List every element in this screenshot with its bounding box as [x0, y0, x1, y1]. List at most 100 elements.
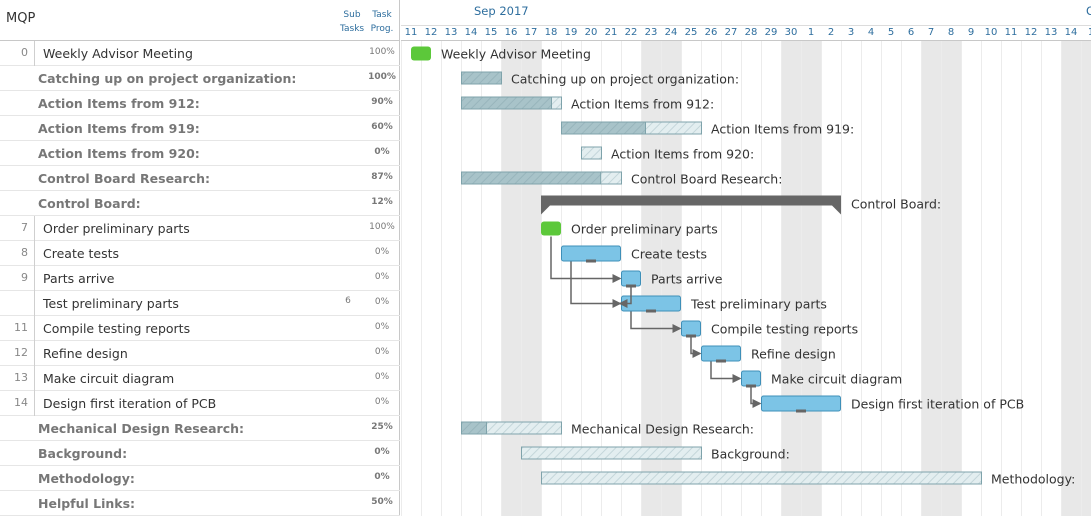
milestone-bar[interactable] — [411, 46, 431, 61]
task-drag-handle[interactable] — [686, 334, 696, 338]
task-drag-handle[interactable] — [626, 284, 636, 288]
dependency-link — [618, 286, 632, 308]
task-name[interactable]: Make circuit diagram — [43, 371, 175, 386]
weekend-column — [641, 41, 661, 516]
task-number: 12 — [14, 346, 28, 359]
task-progress: 0% — [374, 347, 390, 357]
task-name[interactable]: Create tests — [43, 246, 120, 261]
project-summary-bar[interactable] — [541, 195, 841, 215]
bar-label: Methodology: — [991, 472, 1075, 487]
bar-label: Action Items from 920: — [611, 147, 754, 162]
subtasks-header-line2: Tasks — [340, 24, 365, 34]
day-label: 18 — [545, 27, 558, 38]
task-name[interactable]: Parts arrive — [43, 271, 115, 286]
task-name[interactable]: Background: — [38, 446, 128, 461]
day-label: 15 — [485, 27, 498, 38]
task-row[interactable]: Methodology:0% — [0, 466, 400, 491]
indent-line — [34, 241, 35, 266]
task-drag-handle[interactable] — [746, 384, 756, 388]
task-row[interactable]: Control Board: 12% — [0, 191, 400, 216]
indent-line — [34, 341, 35, 366]
grid-header: MQP Sub Tasks Task Prog. — [0, 0, 400, 41]
task-name[interactable]: Methodology: — [38, 471, 135, 486]
task-drag-handle[interactable] — [796, 409, 806, 413]
day-label: 9 — [968, 27, 974, 38]
task-row[interactable]: 7 Order preliminary parts 100% — [0, 216, 400, 241]
task-name[interactable]: Design first iteration of PCB — [43, 396, 217, 411]
task-number: 8 — [21, 246, 28, 259]
progress-column-header[interactable]: Task Prog. — [368, 8, 396, 36]
task-bar[interactable] — [681, 320, 701, 337]
subtasks-header-line1: Sub — [343, 10, 361, 20]
bar-label: Mechanical Design Research: — [571, 422, 754, 437]
task-progress: 60% — [371, 122, 393, 132]
task-row[interactable]: Catching up on project organization:100% — [0, 66, 400, 91]
task-name[interactable]: Action Items from 919: — [38, 121, 200, 136]
task-name[interactable]: Mechanical Design Research: — [38, 421, 245, 436]
dependency-link — [690, 336, 702, 358]
task-row[interactable]: Control Board Research:87% — [0, 166, 400, 191]
task-progress: 0% — [374, 322, 390, 332]
task-name[interactable]: Control Board: — [38, 196, 141, 211]
task-name[interactable]: Test preliminary parts — [43, 296, 179, 311]
task-bar[interactable] — [741, 370, 761, 387]
day-label: 30 — [785, 27, 798, 38]
task-name[interactable]: Catching up on project organization: — [38, 71, 297, 86]
task-row[interactable]: Mechanical Design Research:25% — [0, 416, 400, 441]
task-drag-handle[interactable] — [586, 259, 596, 263]
milestone-bar[interactable] — [541, 221, 561, 236]
task-progress: 12% — [371, 197, 393, 207]
task-bar[interactable] — [701, 345, 741, 362]
indent-line — [34, 391, 35, 416]
day-label: 7 — [928, 27, 934, 38]
task-name[interactable]: Action Items from 912: — [38, 96, 200, 111]
task-name[interactable]: Weekly Advisor Meeting — [43, 46, 193, 61]
summary-bar[interactable] — [521, 446, 702, 460]
task-name[interactable]: Order preliminary parts — [43, 221, 190, 236]
task-number: 14 — [14, 396, 28, 409]
day-label: 2 — [828, 27, 834, 38]
bar-label: Weekly Advisor Meeting — [441, 47, 591, 62]
task-name[interactable]: Helpful Links: — [38, 496, 136, 511]
task-name[interactable]: Refine design — [43, 346, 128, 361]
summary-bar[interactable] — [541, 471, 982, 485]
subtasks-column-header[interactable]: Sub Tasks — [340, 8, 364, 36]
task-bar[interactable] — [561, 245, 621, 262]
task-row[interactable]: Helpful Links:50% — [0, 491, 400, 516]
task-progress: 100% — [369, 222, 395, 232]
day-label: 12 — [1025, 27, 1038, 38]
bar-label: Compile testing reports — [711, 322, 858, 337]
weekend-column — [661, 41, 681, 516]
task-row[interactable]: Background:0% — [0, 441, 400, 466]
task-bar[interactable] — [621, 270, 641, 287]
bar-label: Order preliminary parts — [571, 222, 718, 237]
task-progress: 100% — [369, 47, 395, 57]
task-drag-handle[interactable] — [716, 359, 726, 363]
summary-progress — [461, 96, 552, 110]
task-name[interactable]: Compile testing reports — [43, 321, 191, 336]
task-row[interactable]: Action Items from 920:0% — [0, 141, 400, 166]
task-drag-handle[interactable] — [646, 309, 656, 313]
task-name[interactable]: Control Board Research: — [38, 171, 210, 186]
task-row[interactable]: 12 Refine design 0% — [0, 341, 400, 366]
bar-label: Action Items from 919: — [711, 122, 854, 137]
task-row[interactable]: Action Items from 919: 60% — [0, 116, 400, 141]
task-bar[interactable] — [761, 395, 841, 412]
task-number: 7 — [21, 221, 28, 234]
summary-bar[interactable] — [581, 146, 602, 160]
subtask-count: 6 — [345, 296, 351, 306]
day-label: 11 — [1005, 27, 1018, 38]
summary-progress — [461, 171, 602, 185]
task-name[interactable]: Action Items from 920: — [38, 146, 200, 161]
task-progress: 90% — [371, 97, 393, 107]
task-row[interactable]: Action Items from 912: 90% — [0, 91, 400, 116]
